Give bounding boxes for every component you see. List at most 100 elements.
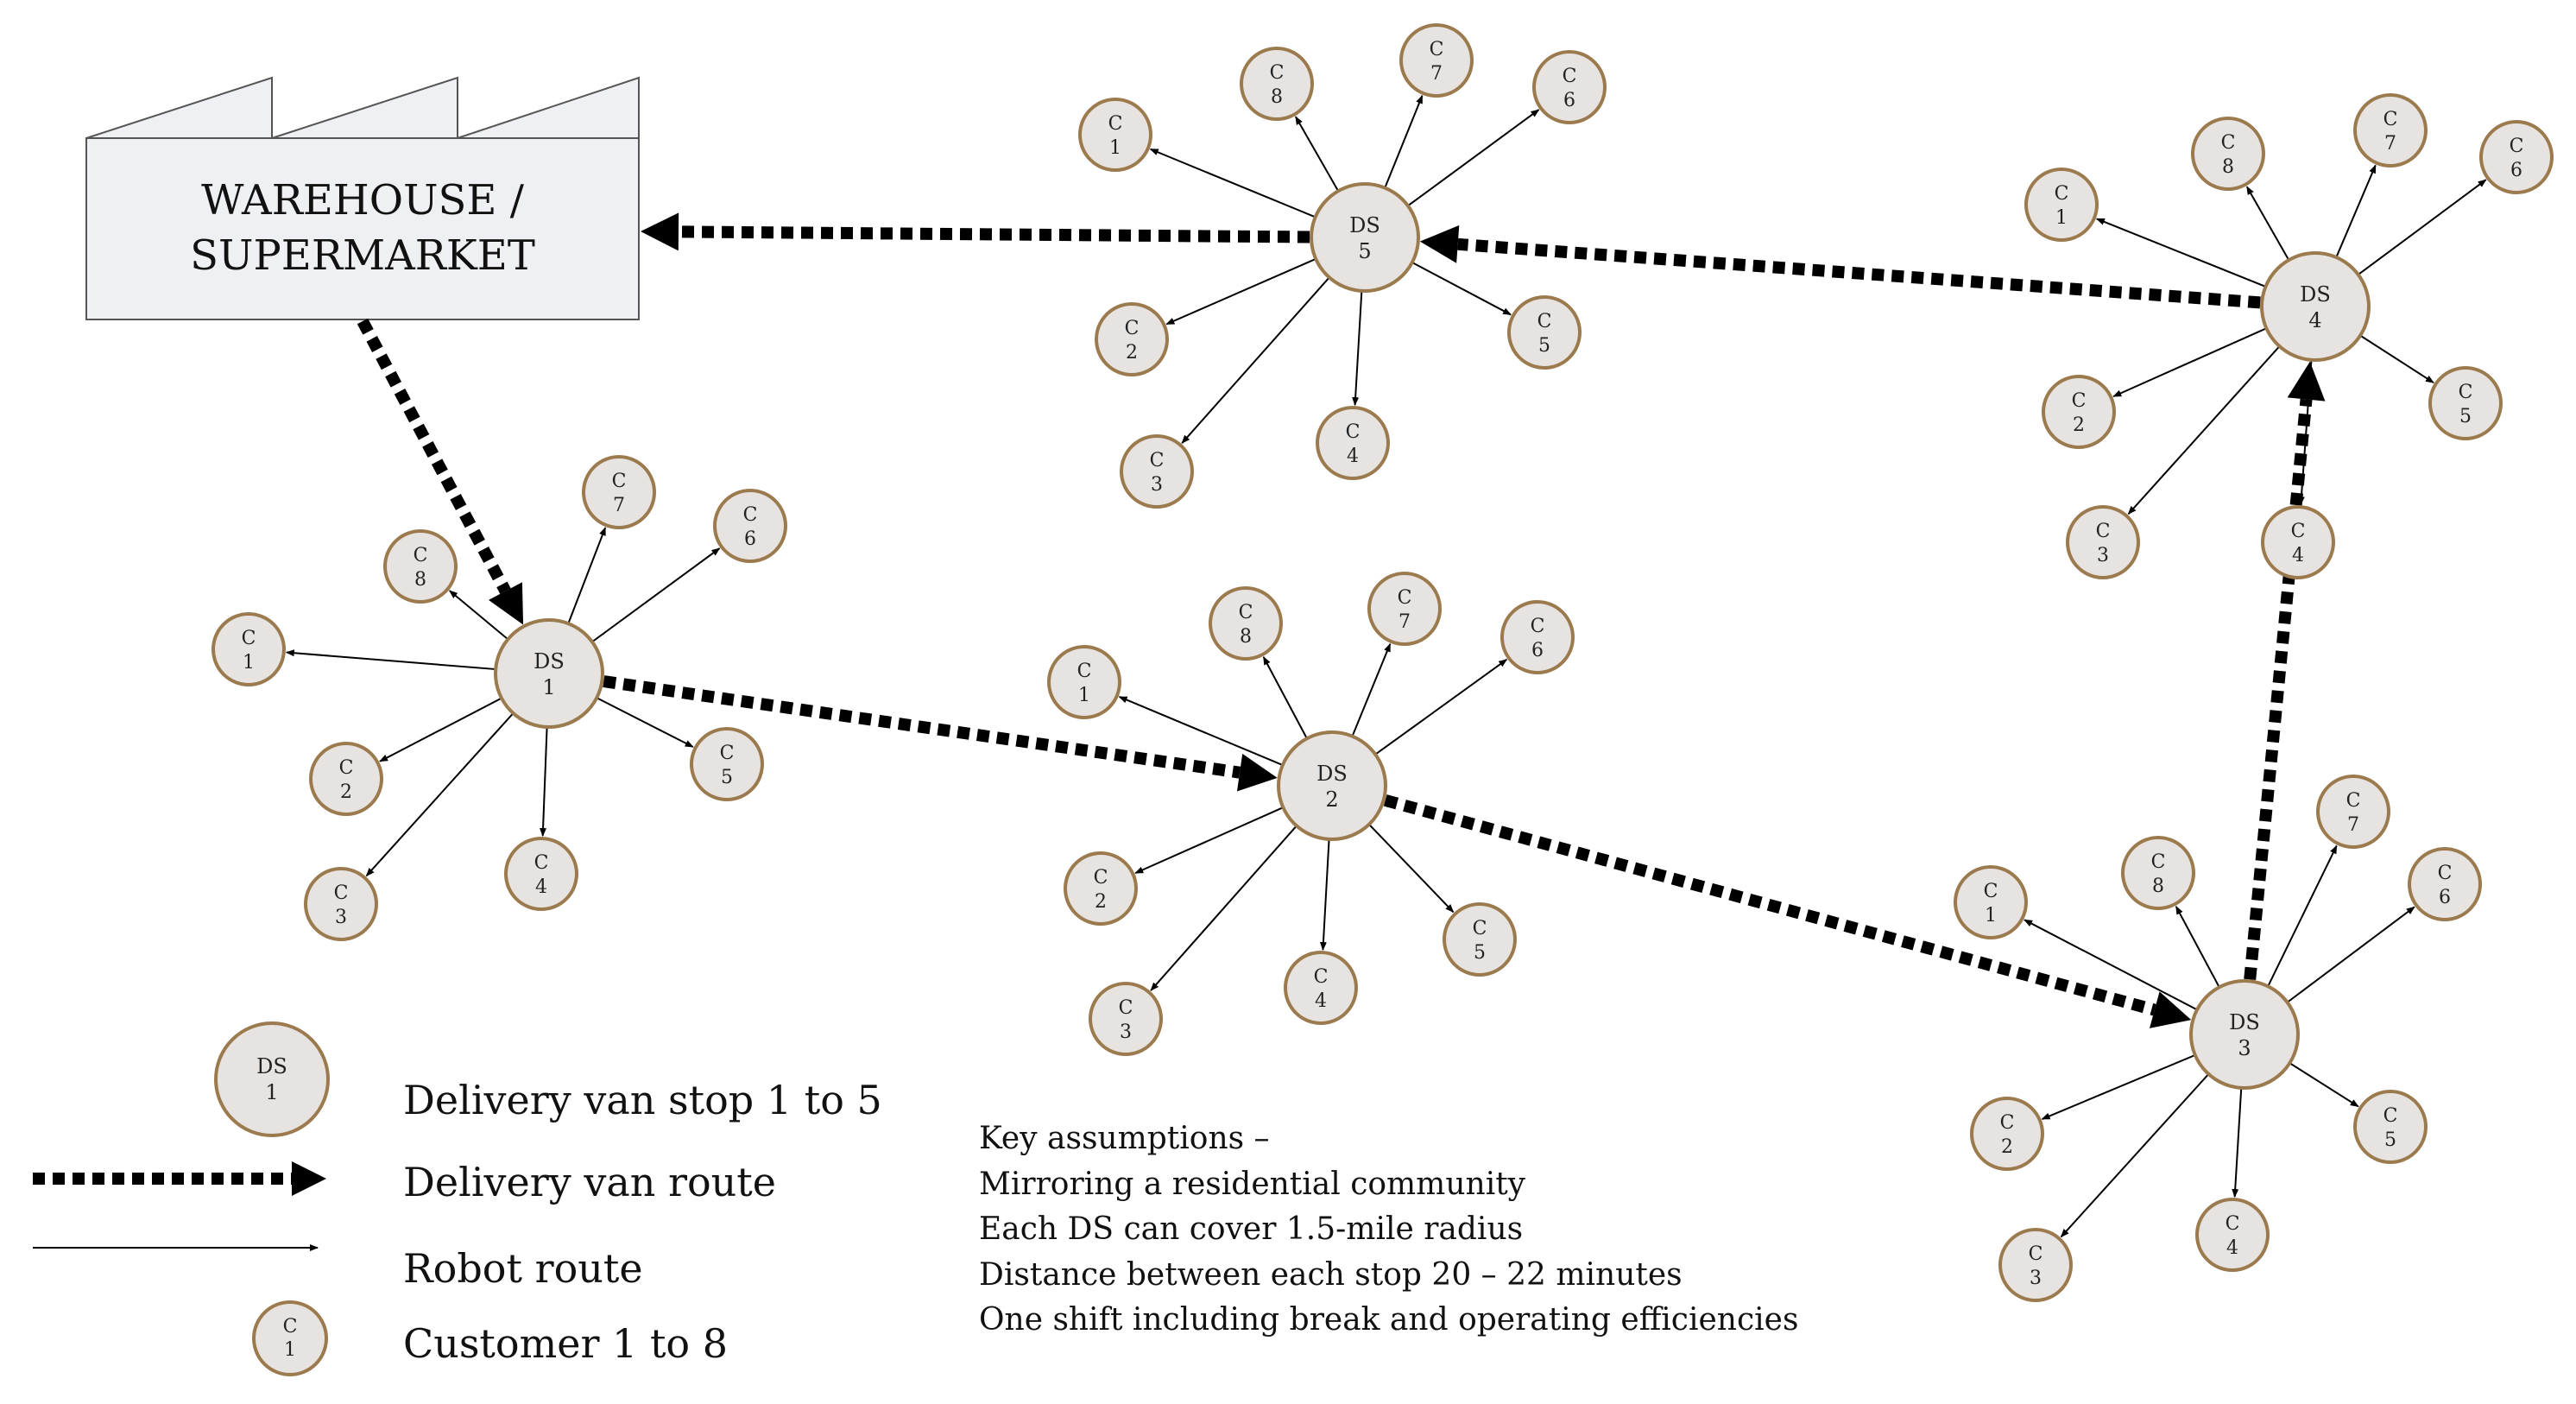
customer-node-number: 1 (2055, 207, 2068, 229)
van-route-ds4-to-ds5-arrowhead (1419, 225, 1460, 263)
customer-node (504, 837, 578, 911)
customer-node-number: 4 (535, 876, 547, 898)
robot-route-ds4-c1 (2095, 218, 2268, 288)
van-route-ds2-to-ds3 (1383, 794, 2192, 1028)
customer-node-prefix: C (2459, 382, 2473, 403)
robot-route-ds1-c6 (590, 547, 721, 644)
customer-node-number: 7 (1430, 63, 1443, 85)
van-route-ds1-to-ds2-arrowhead (1236, 753, 1278, 792)
robot-route-ds5-c8 (1295, 116, 1341, 193)
robot-route-ds4-c8 (2245, 186, 2291, 262)
customer-node-number: 6 (1531, 640, 1544, 661)
robot-route-ds1-c7 (566, 527, 607, 626)
customer-node-number: 6 (744, 528, 756, 550)
customer-node-prefix: C (1398, 587, 1412, 609)
customer-node-number: 3 (2030, 1268, 2042, 1289)
van-route-warehouse-to-ds1 (357, 318, 524, 625)
customer-node (2316, 775, 2390, 849)
robot-route-ds2-c5 (1367, 822, 1455, 913)
delivery-stop-label: DS (1316, 762, 1348, 786)
customer-node (2042, 375, 2116, 449)
warehouse: WAREHOUSE / SUPERMARKET (85, 76, 640, 320)
delivery-stop-number: 4 (2308, 308, 2321, 332)
customer-node-prefix: C (1239, 602, 1253, 623)
legend-customer-icon (252, 1300, 328, 1376)
delivery-stop-number: 3 (2238, 1036, 2251, 1060)
robot-route-ds2-c4 (1319, 837, 1330, 952)
customer-node-number: 3 (335, 907, 347, 928)
assumption-line-3: Distance between each stop 20 – 22 minut… (979, 1257, 1683, 1293)
customer-node (1532, 50, 1607, 124)
customer-node-number: 8 (1240, 626, 1252, 648)
customer-node-number: 8 (1271, 86, 1283, 108)
van-route-ds2-to-ds3-arrowhead (2150, 991, 2192, 1028)
customer-node (1399, 23, 1474, 98)
van-route-ds5-to-warehouse-arrowhead (641, 212, 679, 251)
customer-node (2353, 1090, 2428, 1164)
customer-node-number: 4 (2292, 545, 2304, 566)
customer-node (1500, 600, 1575, 674)
customer-node (1284, 951, 1358, 1025)
customer-node-number: 7 (1398, 611, 1411, 633)
customer-node-prefix: C (1108, 113, 1123, 135)
customer-node-prefix: C (334, 882, 349, 904)
customer-node-prefix: C (2383, 109, 2398, 130)
customer-node-prefix: C (242, 628, 256, 649)
delivery-stop-label: DS (1349, 213, 1380, 237)
robot-route-ds3-c8 (2175, 905, 2221, 990)
customer-node-prefix: C (2151, 851, 2166, 873)
customer-node-prefix: C (720, 743, 735, 764)
customer-node-prefix: C (414, 545, 428, 566)
customer-node-prefix: C (2096, 521, 2111, 542)
customer-node (690, 727, 764, 801)
legend-stop-text: Delivery van stop 1 to 5 (403, 1077, 882, 1123)
customer-node-prefix: C (1984, 881, 1998, 902)
delivery-stop-ds4 (2260, 251, 2371, 362)
customer-node-number: 7 (2347, 814, 2359, 836)
robot-route-ds3-c2 (2041, 1053, 2198, 1120)
robot-route-ds2-c1 (1118, 696, 1285, 767)
customer-node-number: 1 (243, 652, 255, 674)
customer-node (713, 489, 787, 563)
robot-route-ds2-c8 (1262, 655, 1309, 741)
customer-node-number: 5 (1538, 335, 1550, 357)
robot-route-ds3-c4 (2232, 1085, 2243, 1198)
customer-node (2121, 836, 2195, 910)
robot-route-ds2-c2 (1134, 806, 1285, 875)
robot-route-ds4-c4 (2297, 357, 2313, 506)
customer-node (1120, 434, 1194, 509)
delivery-stop-number: 2 (1325, 787, 1338, 812)
van-route-warehouse-to-ds1-arrowhead (489, 582, 524, 625)
legend-stop-icon (214, 1021, 330, 1137)
customer-node (2195, 1198, 2270, 1272)
customer-node-prefix: C (2383, 1105, 2398, 1127)
legend-van-route-text: Delivery van route (403, 1159, 776, 1205)
customer-node-number: 5 (2384, 1129, 2396, 1151)
customer-node (1954, 865, 2028, 939)
customer-node (309, 742, 383, 816)
robot-route-ds3-c7 (2266, 844, 2338, 989)
customer-node-number: 3 (2097, 545, 2109, 566)
robot-route-ds2-c7 (1350, 642, 1392, 738)
robot-route-ds2-c3 (1150, 824, 1298, 991)
robot-route-ds3-c1 (2024, 919, 2200, 1012)
robot-route-ds4-c7 (2334, 164, 2377, 260)
customer-node-number: 5 (1474, 942, 1486, 964)
robot-route-ds1-c3 (365, 711, 515, 877)
delivery-stop-ds5 (1310, 182, 1420, 293)
customer-node-prefix: C (2000, 1112, 2015, 1134)
customer-node-prefix: C (2029, 1243, 2043, 1265)
legend-customer-icon-top: C (283, 1316, 298, 1338)
robot-route-ds1-c8 (449, 590, 510, 642)
legend-customer-text: Customer 1 to 8 (403, 1320, 728, 1367)
customer-node-prefix: C (2226, 1213, 2240, 1235)
customer-node-prefix: C (1125, 318, 1140, 339)
legend-stop-icon-top: DS (256, 1054, 287, 1078)
customer-node (212, 612, 286, 686)
robot-route-ds5-c7 (1383, 94, 1424, 190)
key-assumptions: Key assumptions – Mirroring a residentia… (979, 1121, 1798, 1338)
customer-node (1507, 295, 1582, 370)
customer-node-number: 6 (2439, 887, 2451, 908)
customer-node (2408, 847, 2482, 921)
van-route-ds5-to-warehouse (641, 212, 1310, 251)
